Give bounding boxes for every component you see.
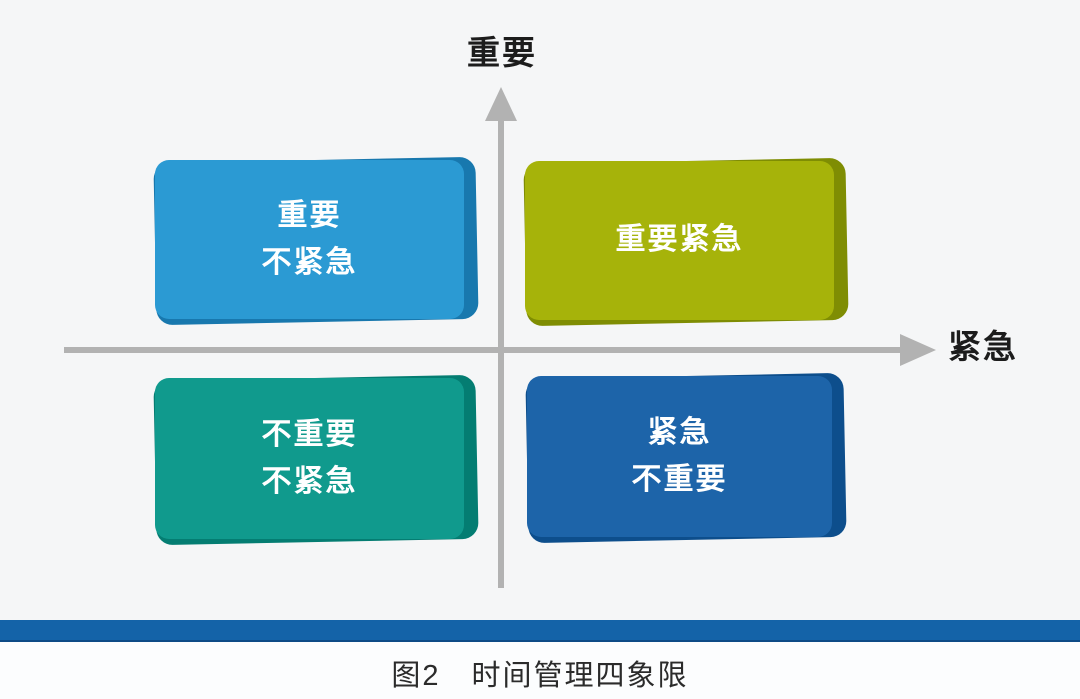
right-arrow-icon: [900, 334, 936, 366]
up-arrow-icon: [485, 87, 517, 121]
quadrant-label-line: 重要: [277, 199, 342, 232]
quadrant-label-line: 不重要: [631, 462, 728, 496]
quadrant-label: 重要紧急: [525, 161, 834, 320]
footer-background: [0, 642, 1080, 699]
quadrant-face: [155, 160, 464, 319]
vertical-axis-line: [498, 118, 504, 588]
quadrant-label-line: 紧急: [647, 416, 712, 449]
figure-caption: 图2 时间管理四象限: [391, 660, 689, 692]
x-axis-label-urgent: 紧急: [948, 328, 1018, 365]
divider-bar: [0, 620, 1080, 642]
quadrant-label-line: 不紧急: [261, 464, 358, 498]
quadrant-not-important-not-urgent: 不重要 不紧急: [153, 374, 479, 546]
quadrant-label: 重要 不紧急: [155, 160, 464, 319]
quadrant-face: [155, 378, 464, 539]
quadrant-urgent-not-important: 紧急 不重要: [525, 372, 847, 544]
quadrant-face: [527, 376, 832, 537]
quadrant-label-line: 不重要: [261, 418, 358, 451]
quadrant-label-line: 重要紧急: [615, 223, 744, 257]
quadrant-important-urgent: 重要紧急: [523, 157, 849, 327]
y-axis-label-important: 重要: [467, 34, 537, 71]
quadrant-label-line: 不紧急: [261, 245, 358, 279]
quadrant-label: 紧急 不重要: [527, 376, 832, 537]
quadrant-face: [525, 161, 834, 320]
horizontal-axis-line: [64, 347, 904, 353]
quadrant-label: 不重要 不紧急: [155, 378, 464, 539]
quadrant-important-not-urgent: 重要 不紧急: [153, 156, 479, 326]
